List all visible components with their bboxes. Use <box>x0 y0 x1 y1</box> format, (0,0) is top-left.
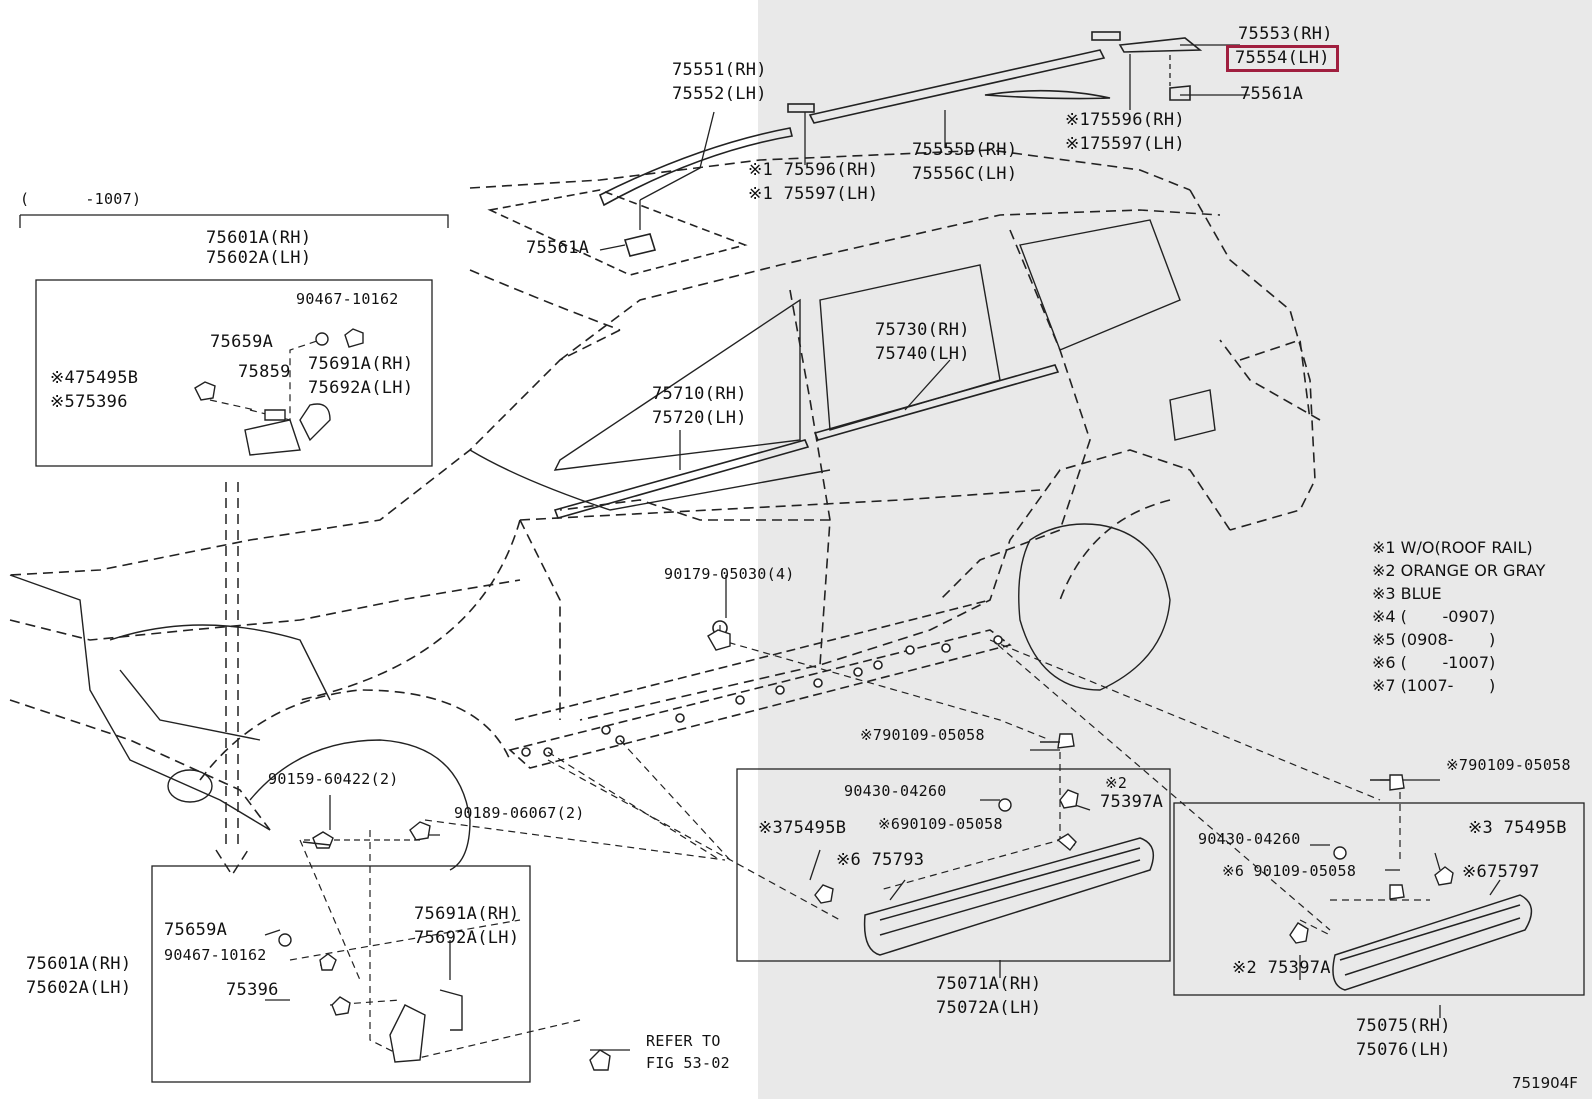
part-90189: 90189-06067(2) <box>454 804 585 822</box>
part-75659a-top: 75659A <box>210 332 274 352</box>
part-75072a: 75072A(LH) <box>936 998 1042 1018</box>
part-75556c: 75556C(LH) <box>912 164 1018 184</box>
part-75561a-roof: 75561A <box>526 238 590 258</box>
legend-note-4: ※4 ( -0907) <box>1372 607 1496 626</box>
part-75659a-bottom: 75659A <box>164 920 228 940</box>
part-75691a-top: 75691A(RH) <box>308 354 414 374</box>
notes-legend: ※1 W/O(ROOF RAIL) ※2 ORANGE OR GRAY ※3 B… <box>1372 540 1545 701</box>
part-90430-a: 90430-04260 <box>844 782 947 800</box>
front-end <box>9 219 1216 871</box>
part-75071a: 75071A(RH) <box>936 974 1042 994</box>
belt-moulding <box>553 364 1060 519</box>
part-icons <box>194 328 1454 1071</box>
part-75720: 75720(LH) <box>652 408 747 428</box>
figure-number: 751904F <box>1512 1074 1578 1092</box>
part-75596-right: ※175596(RH) <box>1065 110 1185 130</box>
part-75396-top: ※575396 <box>50 392 128 412</box>
refer-to-line2: FIG 53-02 <box>646 1054 730 1072</box>
part-75396-bottom: 75396 <box>226 980 279 1000</box>
part-75797: ※675797 <box>1462 862 1540 882</box>
frames <box>19 214 1585 1083</box>
projection-lines <box>209 339 1430 1061</box>
part-75554-highlighted: 75554(LH) <box>1226 45 1339 72</box>
part-75602a-top: 75602A(LH) <box>206 248 312 268</box>
part-90109-c: ※790109-05058 <box>1446 756 1571 774</box>
part-75710: 75710(RH) <box>652 384 747 404</box>
part-75553: 75553(RH) <box>1238 24 1333 44</box>
part-75793: ※6 75793 <box>836 850 925 870</box>
legend-note-1: ※1 W/O(ROOF RAIL) <box>1372 538 1533 557</box>
side-moulding-rear <box>1332 894 1533 991</box>
legend-note-7: ※7 (1007- ) <box>1372 676 1496 695</box>
part-75397a-a: 75397A <box>1100 792 1164 812</box>
part-75397a-b: ※2 75397A <box>1232 958 1331 978</box>
part-75597-right: ※175597(LH) <box>1065 134 1185 154</box>
part-75601a-bottom: 75601A(RH) <box>26 954 132 974</box>
legend-note-6: ※6 ( -1007) <box>1372 653 1496 672</box>
part-75397a-a-mark: ※2 <box>1105 774 1128 792</box>
part-75692a-top: 75692A(LH) <box>308 378 414 398</box>
legend-note-2: ※2 ORANGE OR GRAY <box>1372 561 1546 580</box>
part-75692a-bottom: 75692A(LH) <box>414 928 520 948</box>
part-75859: 75859 <box>238 362 291 382</box>
part-75495b-top: ※475495B <box>50 368 139 388</box>
part-75076: 75076(LH) <box>1356 1040 1451 1060</box>
part-75597-mid: ※1 75597(LH) <box>748 184 879 204</box>
part-75495b-a: ※375495B <box>758 818 847 838</box>
part-90467-bottom: 90467-10162 <box>164 946 267 964</box>
part-90430-b: 90430-04260 <box>1198 830 1301 848</box>
part-90159: 90159-60422(2) <box>268 770 399 788</box>
part-75740: 75740(LH) <box>875 344 970 364</box>
part-90109-b: ※690109-05058 <box>878 815 1003 833</box>
part-75495b-b: ※3 75495B <box>1468 818 1567 838</box>
part-90109-d: ※6 90109-05058 <box>1222 862 1357 880</box>
legend-note-5: ※5 (0908- ) <box>1372 630 1496 649</box>
part-75602a-bottom: 75602A(LH) <box>26 978 132 998</box>
part-75075: 75075(RH) <box>1356 1016 1451 1036</box>
part-75551: 75551(RH) <box>672 60 767 80</box>
part-75596-mid: ※1 75596(RH) <box>748 160 879 180</box>
part-75601a-top: 75601A(RH) <box>206 228 312 248</box>
part-75730: 75730(RH) <box>875 320 970 340</box>
legend-note-3: ※3 BLUE <box>1372 584 1442 603</box>
refer-to-line1: REFER TO <box>646 1032 721 1050</box>
date-range-top: ( -1007) <box>20 190 142 208</box>
rocker-panel <box>508 599 1012 769</box>
part-90179: 90179-05030(4) <box>664 565 795 583</box>
part-75691a-bottom: 75691A(RH) <box>414 904 520 924</box>
side-moulding-front <box>863 837 1155 956</box>
roof-moulding <box>598 31 1203 257</box>
part-75561a-top: 75561A <box>1240 84 1304 104</box>
down-arrow <box>215 482 249 877</box>
part-75555d: 75555D(RH) <box>912 140 1018 160</box>
roof-panel <box>487 189 748 276</box>
part-90109-a: ※790109-05058 <box>860 726 985 744</box>
leader-lines <box>264 44 1501 1051</box>
part-90467-top: 90467-10162 <box>296 290 399 308</box>
part-75552: 75552(LH) <box>672 84 767 104</box>
